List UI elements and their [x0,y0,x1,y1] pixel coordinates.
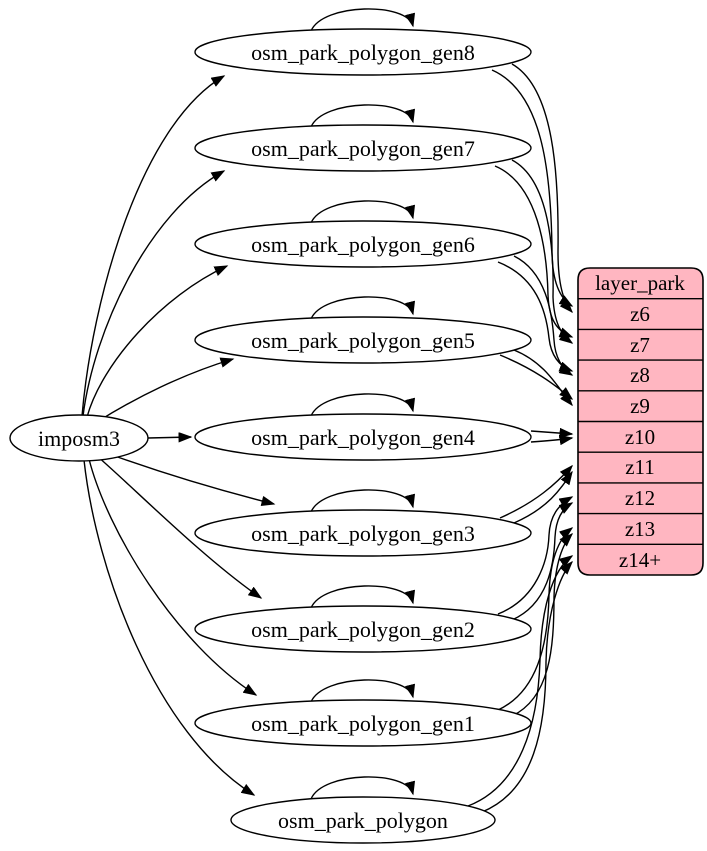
edge-gen8-to-z6-a [491,69,572,306]
edge-imposm3-to-gen3 [111,454,274,504]
node-imposm3: imposm3 [9,414,149,462]
gen8-label: osm_park_polygon_gen8 [251,40,475,65]
self-loop-gen1 [310,679,413,703]
self-loop-gen7 [310,104,413,128]
gen4-label: osm_park_polygon_gen4 [251,425,475,450]
self-loop-gen4 [310,393,413,417]
edge-imposm3-to-gen2 [96,455,261,598]
node-osm_park_polygon_gen2: osm_park_polygon_gen2 [194,605,532,653]
edge-imposm3-to-gen6 [86,265,227,418]
edge-imposm3-to-gen4 [147,437,191,438]
mapping-edges [467,63,572,813]
edge-gen4-to-z10-b [530,438,572,442]
edge-imposm3-to-gen8 [81,76,224,417]
node-osm_park_polygon: osm_park_polygon [230,796,496,844]
edge-gen7-to-z7-b [511,159,572,343]
edge-gen7-to-z7-a [494,165,572,338]
gen4-ellipse [194,413,532,461]
gen7-ellipse [194,124,532,172]
node-osm_park_polygon_gen1: osm_park_polygon_gen1 [194,699,532,747]
gen3-ellipse [194,509,532,557]
self-loop-gen3 [310,489,413,513]
row-z14plus: z14+ [619,548,661,572]
node-osm_park_polygon_gen5: osm_park_polygon_gen5 [194,316,532,364]
self-loop-edges [310,8,413,800]
self-loop-gen8 [310,8,413,32]
gen6-ellipse [194,220,532,268]
row-z13: z13 [625,517,655,541]
row-z7: z7 [630,333,650,357]
gen3-label: osm_park_polygon_gen3 [251,521,475,546]
node-layer-park-table: layer_park z6 z7 z8 z9 z10 z11 z12 z13 z… [577,267,704,576]
edge-polygon-to-z14-b [481,562,572,813]
layer-park-title: layer_park [595,271,685,295]
gen2-label: osm_park_polygon_gen2 [251,617,475,642]
self-loop-gen2 [310,585,413,609]
node-osm_park_polygon_gen8: osm_park_polygon_gen8 [194,28,532,76]
edge-imposm3-to-gen5 [96,359,233,423]
edge-gen1-to-z13-a [497,528,572,711]
node-osm_park_polygon_gen7: osm_park_polygon_gen7 [194,124,532,172]
gen5-ellipse [194,316,532,364]
imposm3-label: imposm3 [38,426,120,451]
imposm3-ellipse [9,414,149,462]
self-loop-polygon [310,776,413,800]
edge-gen8-to-z6-b [511,63,572,312]
edge-gen6-to-z8-a [497,261,572,372]
self-loop-gen6 [310,200,413,224]
row-z8: z8 [630,363,650,387]
row-z11: z11 [625,455,655,479]
edge-gen2-to-z12-b [511,503,572,621]
self-loop-gen5 [310,296,413,320]
node-osm_park_polygon_gen4: osm_park_polygon_gen4 [194,413,532,461]
gen5-label: osm_park_polygon_gen5 [251,328,475,353]
gen7-label: osm_park_polygon_gen7 [251,136,475,161]
edge-imposm3-to-gen7 [82,171,224,417]
edge-gen5-to-z9-b [513,349,572,405]
edge-gen6-to-z8-b [513,255,572,375]
edge-imposm3-to-polygon [83,459,254,795]
edge-imposm3-to-gen1 [88,458,256,695]
gen8-ellipse [194,28,532,76]
gen2-ellipse [194,605,532,653]
edges-from-imposm3 [81,76,274,795]
gen6-label: osm_park_polygon_gen6 [251,232,475,257]
edge-gen3-to-z11-b [513,472,572,524]
node-osm_park_polygon_gen6: osm_park_polygon_gen6 [194,220,532,268]
edge-gen5-to-z9-a [499,354,572,399]
row-z6: z6 [630,302,650,326]
gen1-label: osm_park_polygon_gen1 [251,711,475,736]
edge-polygon-to-z14-a [467,556,572,807]
edge-gen4-to-z10-a [530,431,572,434]
row-z9: z9 [630,394,650,418]
polygon-label: osm_park_polygon [278,808,448,833]
gen1-ellipse [194,699,532,747]
row-z10: z10 [625,425,655,449]
row-z12: z12 [625,486,655,510]
polygon-ellipse [230,796,496,844]
node-osm_park_polygon_gen3: osm_park_polygon_gen3 [194,509,532,557]
